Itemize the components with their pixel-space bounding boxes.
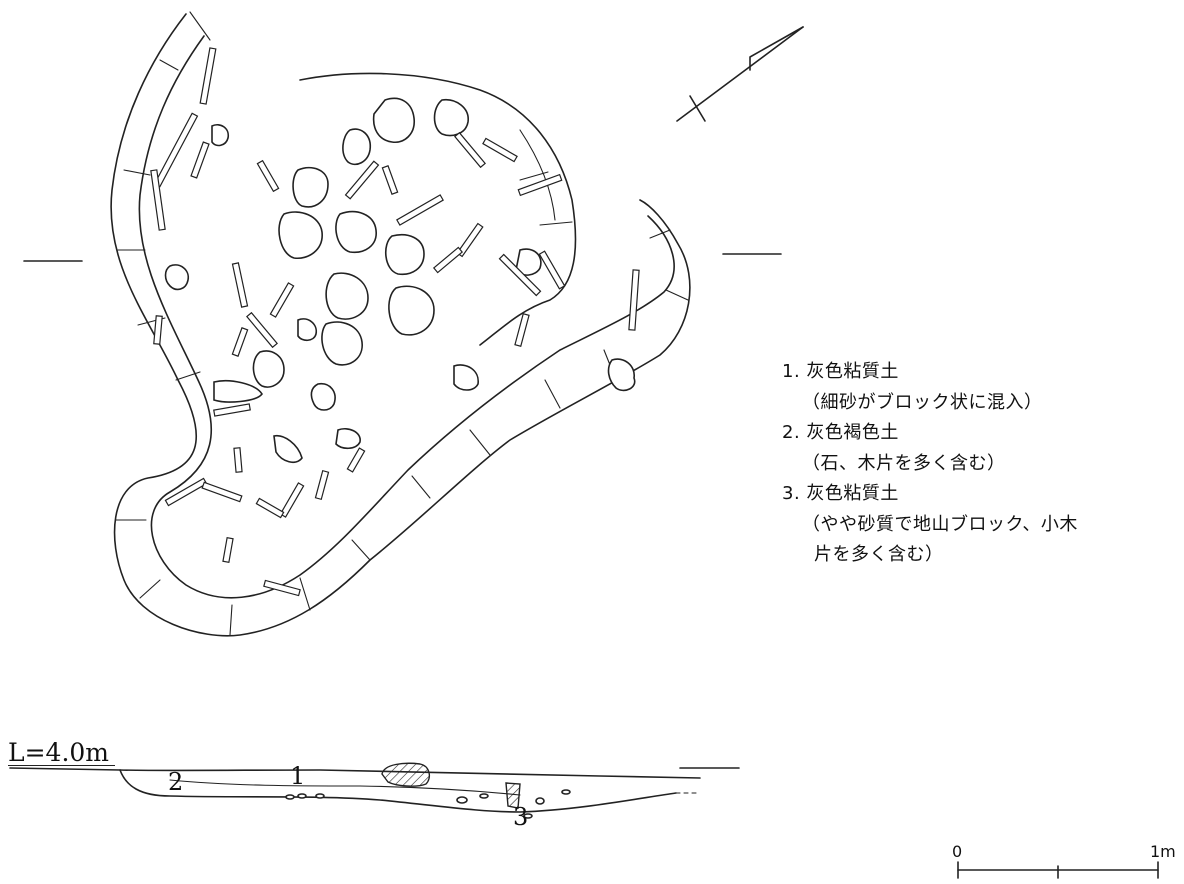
section-layer-1-label: 1 bbox=[290, 762, 306, 790]
wood-fragments bbox=[150, 47, 640, 597]
legend-item-1-note: （細砂がブロック状に混入） bbox=[802, 391, 1043, 413]
legend-item-2-note: （石、木片を多く含む） bbox=[802, 452, 1006, 474]
scale-start-label: 0 bbox=[952, 842, 963, 861]
legend-item-3-note-line1: （やや砂質で地山ブロック、小木 bbox=[802, 513, 1078, 535]
section-profile bbox=[9, 762, 701, 819]
scale-end-label: 1m bbox=[1150, 842, 1176, 861]
legend-item-2-title: 2. 灰色褐色土 bbox=[782, 422, 899, 443]
north-arrow-icon bbox=[676, 26, 804, 122]
section-layer-3-label: 3 bbox=[513, 803, 529, 831]
section-layer-2-label: 2 bbox=[168, 768, 184, 796]
pit-step-outline bbox=[299, 72, 577, 346]
legend-item-3-note-line2: 片を多く含む） bbox=[814, 544, 944, 565]
legend-item-1-title: 1. 灰色粘質土 bbox=[782, 361, 899, 382]
section-level-label: L=4.0m bbox=[8, 738, 116, 767]
soil-layer-legend: 1. 灰色粘質土 （細砂がブロック状に混入） 2. 灰色褐色土 （石、木片を多く… bbox=[782, 357, 1078, 571]
stones bbox=[164, 97, 636, 464]
pit-outer-outline bbox=[110, 13, 691, 637]
pit-inner-outline bbox=[138, 35, 675, 599]
scale-bar bbox=[957, 861, 1159, 879]
legend-item-3-title: 3. 灰色粘質土 bbox=[782, 483, 899, 504]
